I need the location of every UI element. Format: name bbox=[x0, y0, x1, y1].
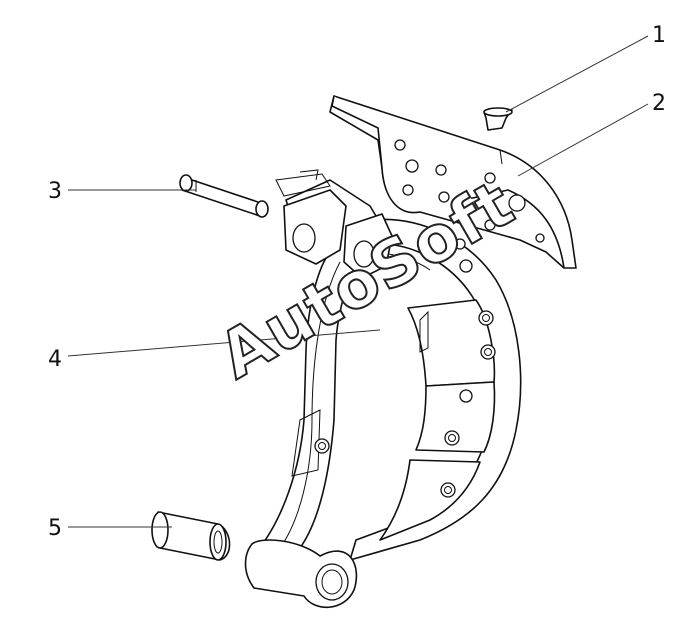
leader-line-1 bbox=[505, 35, 649, 113]
callout-2: 2 bbox=[652, 91, 666, 116]
brake-shoe bbox=[244, 169, 522, 609]
rivet bbox=[483, 107, 513, 131]
leader-lines bbox=[67, 35, 649, 528]
anchor-pin bbox=[179, 174, 269, 218]
leader-line-4 bbox=[67, 329, 381, 357]
leader-line-2 bbox=[517, 103, 649, 177]
callout-5: 5 bbox=[48, 516, 62, 541]
brake-lining bbox=[329, 95, 577, 269]
callout-1: 1 bbox=[652, 23, 666, 48]
callout-3: 3 bbox=[48, 179, 62, 204]
callout-4: 4 bbox=[48, 347, 62, 372]
bushing bbox=[151, 511, 231, 561]
